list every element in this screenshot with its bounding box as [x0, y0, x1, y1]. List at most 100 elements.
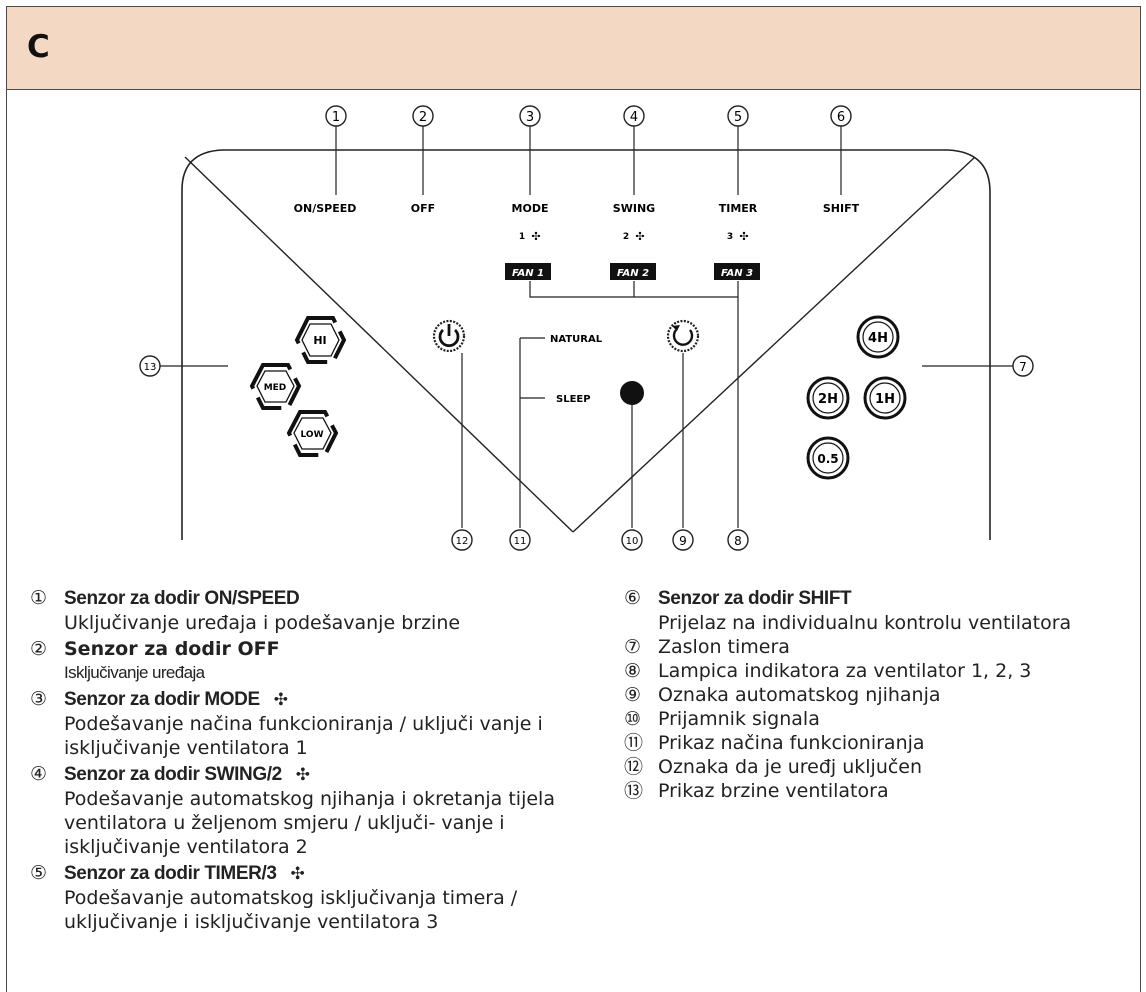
legend-item-10: ⑩ Prijamnik signala	[612, 707, 1137, 731]
timer-4h-button[interactable]: 4H	[856, 315, 900, 359]
speed-med-button[interactable]: MED	[249, 363, 302, 410]
timer-1h-button[interactable]: 1H	[863, 376, 907, 420]
legend-desc: Isključivanje uređaja	[64, 663, 205, 682]
fan-number-2: 2	[623, 232, 629, 242]
callout-3: 3	[526, 110, 534, 125]
legend-num: ⑧	[624, 660, 642, 682]
speed-low-button[interactable]: LOW	[286, 410, 339, 457]
legend-title: Senzor za dodir MODE	[64, 689, 260, 710]
legend-desc: Podešavanje načina funkcioniranja / uklj…	[64, 713, 543, 759]
fan-icon: ✣	[273, 690, 288, 710]
fan-number-3: 3	[727, 232, 733, 242]
power-button[interactable]	[432, 319, 466, 353]
label-shift[interactable]: SHIFT	[823, 202, 860, 215]
legend-right: ⑥ Senzor za dodir SHIFT Prijelaz na indi…	[612, 586, 1137, 803]
legend-title: Senzor za dodir ON/SPEED	[64, 588, 300, 609]
fan-bracket	[529, 281, 739, 528]
label-on-speed[interactable]: ON/SPEED	[294, 202, 357, 215]
label-off[interactable]: OFF	[411, 202, 435, 215]
legend-num: ⑫	[624, 756, 644, 778]
legend-item-5: ⑤ Senzor za dodir TIMER/3 ✣ Podešavanje a…	[18, 861, 578, 934]
fan-icon: ✣	[295, 765, 311, 785]
legend-item-1: ① Senzor za dodir ON/SPEED Uključivanje …	[18, 586, 578, 635]
callout-11: 11	[514, 536, 527, 547]
button-labels: ON/SPEED OFF MODE SWING TIMER SHIFT	[294, 202, 860, 215]
legend-item-11: ⑪ Prikaz načina funkcioniranja	[612, 731, 1137, 755]
page-frame: C	[6, 6, 1141, 992]
fan-badge-2: FAN 2	[617, 268, 649, 279]
fan-icon: ✣	[531, 230, 540, 243]
legend-item-7: ⑦ Zaslon timera	[612, 635, 1137, 659]
swing-icon	[672, 329, 694, 346]
section-label: C	[27, 29, 50, 65]
fan-icon: ✣	[290, 864, 305, 884]
timer-label-2h: 2H	[818, 392, 838, 407]
panel-v-line-left	[184, 156, 574, 533]
label-swing[interactable]: SWING	[613, 202, 655, 215]
legend-desc: Lampica indikatora za ventilator 1, 2, 3	[658, 660, 1032, 682]
label-timer[interactable]: TIMER	[719, 202, 758, 215]
legend-title: Senzor za dodir OFF	[64, 638, 280, 660]
legend-desc: Podešavanje automatskog njihanja i okret…	[64, 788, 555, 858]
label-mode[interactable]: MODE	[512, 202, 549, 215]
callout-4: 4	[630, 110, 638, 125]
speed-label-med: MED	[264, 383, 287, 393]
swing-button[interactable]	[666, 319, 700, 353]
leader-11	[519, 337, 545, 528]
legend-desc: Prikaz načina funkcioniranja	[658, 732, 925, 754]
legend-item-6: ⑥ Senzor za dodir SHIFT Prijelaz na indi…	[612, 586, 1137, 635]
speed-label-hi: HI	[313, 334, 326, 347]
panel-outline	[181, 149, 991, 540]
mode-label-natural: NATURAL	[550, 334, 603, 345]
legend-desc: Zaslon timera	[658, 636, 790, 658]
legend-num: ⑩	[624, 708, 642, 730]
legend-num: ⑥	[624, 587, 642, 609]
legend-num: ③	[30, 688, 48, 710]
callout-7: 7	[1019, 360, 1027, 374]
legend-num: ⑤	[30, 862, 48, 884]
legend-item-2: ② Senzor za dodir OFF Isključivanje uređ…	[18, 637, 578, 685]
callout-2: 2	[419, 110, 427, 125]
legend-num: ⑨	[624, 684, 642, 706]
legend-desc: Podešavanje automatskog isključivanja ti…	[64, 887, 518, 933]
legend-desc: Prikaz brzine ventilatora	[658, 780, 889, 802]
timer-label-1h: 1H	[875, 392, 895, 407]
legend-num: ⑬	[624, 780, 644, 802]
legend-num: ②	[30, 638, 48, 660]
timer-label-05: 0.5	[817, 452, 838, 466]
legend-desc: Prijamnik signala	[658, 708, 820, 730]
bottom-callouts: 12 11 10 9 8	[451, 529, 749, 551]
callout-8: 8	[734, 534, 742, 548]
callout-9: 9	[679, 534, 687, 548]
top-callouts: 1 2 3 4 5 6	[325, 105, 852, 195]
fan-number-1: 1	[519, 232, 525, 242]
fan-badges: FAN 1 FAN 2 FAN 3	[505, 263, 760, 280]
callout-6: 6	[837, 110, 845, 125]
legend-item-9: ⑨ Oznaka automatskog njihanja	[612, 683, 1137, 707]
legend-title: Senzor za dodir TIMER/3	[64, 863, 277, 884]
timer-label-4h: 4H	[868, 331, 888, 346]
legend-desc: Oznaka automatskog njihanja	[658, 684, 941, 706]
speed-hi-button[interactable]: HI	[294, 316, 347, 364]
callout-10: 10	[626, 536, 639, 547]
legend-left: ① Senzor za dodir ON/SPEED Uključivanje …	[18, 586, 578, 934]
callout-1: 1	[332, 110, 340, 125]
legend-desc: Oznaka da je uređj uključen	[658, 756, 923, 778]
legend-desc: Prijelaz na individualnu kontrolu ventil…	[658, 612, 1072, 634]
section-header: C	[7, 7, 1140, 90]
control-panel-diagram: 1 2 3 4 5 6 ON/SPEED OFF MODE SWING TIME…	[139, 105, 1034, 551]
fan-badge-3: FAN 3	[721, 268, 753, 279]
legend-item-3: ③ Senzor za dodir MODE ✣ Podešavanje nači…	[18, 687, 578, 760]
ir-receiver-dot	[620, 381, 644, 405]
legend-num: ④	[30, 763, 48, 785]
legend-desc: Uključivanje uređaja i podešavanje brzin…	[64, 612, 461, 634]
legend-item-4: ④ Senzor za dodir SWING/2 ✣ Podešavanje a…	[18, 762, 578, 859]
legend-num: ⑦	[624, 636, 642, 658]
legend-num: ⑪	[624, 732, 644, 754]
timer-2h-button[interactable]: 2H	[806, 376, 850, 420]
speed-label-low: LOW	[301, 430, 324, 440]
legend-title: Senzor za dodir SWING/2	[64, 764, 282, 785]
panel-v-line-right	[572, 156, 976, 533]
fan-icon: ✣	[635, 230, 644, 243]
timer-05-button[interactable]: 0.5	[806, 436, 850, 480]
